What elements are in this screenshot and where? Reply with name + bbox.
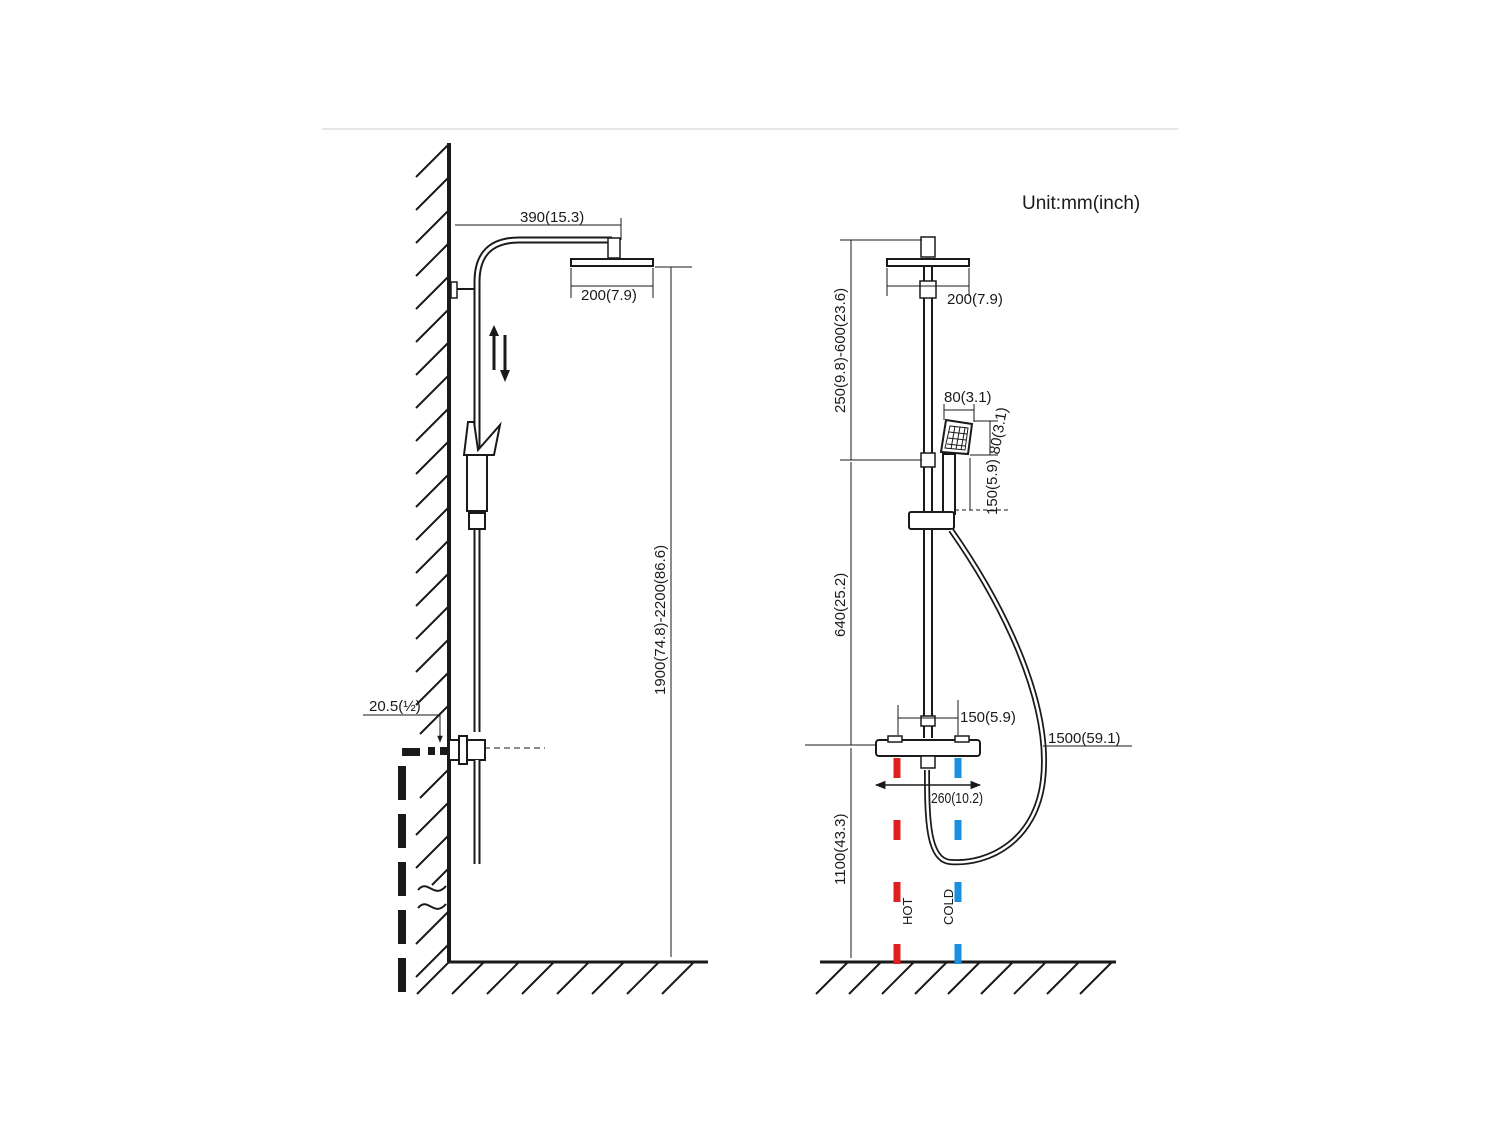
dim-rail-length: 640(25.2) bbox=[805, 462, 876, 746]
dim-total-height: 1900(74.8)-2200(86.6) bbox=[652, 266, 692, 957]
dim-valve-offset-label: 150(5.9) bbox=[960, 709, 1016, 726]
front-rain-head bbox=[886, 258, 970, 267]
height-adjust-arrows-icon bbox=[489, 325, 510, 382]
holder-clamp bbox=[468, 512, 486, 530]
head-connector bbox=[607, 237, 621, 259]
dim-head-drop-label: 250(9.8)-600(23.6) bbox=[832, 288, 849, 413]
dim-rail-length-label: 640(25.2) bbox=[832, 573, 849, 637]
dim-total-height-label: 1900(74.8)-2200(86.6) bbox=[652, 545, 669, 695]
riser-joint bbox=[920, 452, 936, 468]
dim-inlet-spacing-label: 260(10.2) bbox=[931, 790, 983, 807]
dim-side-head-width-label: 200(7.9) bbox=[581, 287, 637, 304]
dim-handle-length: 150(5.9) bbox=[955, 458, 1008, 515]
side-view: 390(15.3) 200(7.9) 1900(74.8)-2200(86.6)… bbox=[363, 143, 708, 995]
wall-break-mark bbox=[417, 885, 447, 910]
hand-shower-side bbox=[462, 421, 502, 456]
wall bbox=[415, 143, 451, 978]
front-head-connector bbox=[920, 236, 936, 258]
dim-inlet-size-label: 20.5(½) bbox=[369, 698, 421, 715]
supply-pipe-dashed bbox=[398, 748, 420, 992]
dim-valve-height-label: 1100(43.3) bbox=[832, 814, 849, 885]
dim-inlet-size: 20.5(½) bbox=[363, 698, 443, 743]
dim-handset-width: 80(3.1) bbox=[943, 389, 992, 422]
dim-side-head-width: 200(7.9) bbox=[570, 268, 654, 304]
unit-label: Unit:mm(inch) bbox=[1022, 193, 1140, 214]
dim-valve-height: 1100(43.3) bbox=[832, 748, 852, 958]
dim-hose-length-label: 1500(59.1) bbox=[1048, 730, 1121, 747]
handset-holder bbox=[908, 511, 955, 530]
dim-arm-length: 390(15.3) bbox=[455, 209, 622, 240]
front-floor bbox=[815, 960, 1116, 995]
floor-hatching bbox=[416, 961, 695, 995]
dim-handset-height-label: 80(3.1) bbox=[986, 406, 1011, 456]
dim-handset-width-label: 80(3.1) bbox=[944, 389, 992, 406]
rain-shower-head bbox=[570, 258, 654, 267]
dim-head-drop: 250(9.8)-600(23.6) bbox=[832, 239, 922, 461]
shower-hose bbox=[924, 528, 1047, 866]
mixer-valve-side bbox=[448, 735, 486, 864]
floor bbox=[416, 960, 708, 995]
dim-inlet-spacing: 260(10.2) bbox=[874, 780, 983, 807]
hot-label: HOT bbox=[900, 898, 915, 926]
dim-handset-height: 80(3.1) bbox=[970, 406, 1011, 456]
thermostatic-mixer bbox=[875, 735, 981, 769]
dim-hose-length: 1500(59.1) bbox=[1043, 730, 1132, 747]
dim-arm-length-label: 390(15.3) bbox=[520, 209, 584, 226]
front-floor-hatching bbox=[815, 961, 1113, 995]
cold-label: COLD bbox=[941, 889, 956, 925]
wall-hatching bbox=[415, 144, 449, 978]
dim-front-head-width-label: 200(7.9) bbox=[947, 291, 1003, 308]
riser-arm bbox=[473, 236, 612, 732]
front-view: HOT COLD bbox=[805, 236, 1132, 995]
hand-shower-front bbox=[908, 418, 974, 530]
dim-valve-offset: 150(5.9) bbox=[897, 700, 1016, 735]
dim-handle-length-label: 150(5.9) bbox=[984, 459, 1001, 515]
riser-arm-inner bbox=[475, 238, 612, 732]
dim-front-head-width: 200(7.9) bbox=[886, 268, 1003, 308]
